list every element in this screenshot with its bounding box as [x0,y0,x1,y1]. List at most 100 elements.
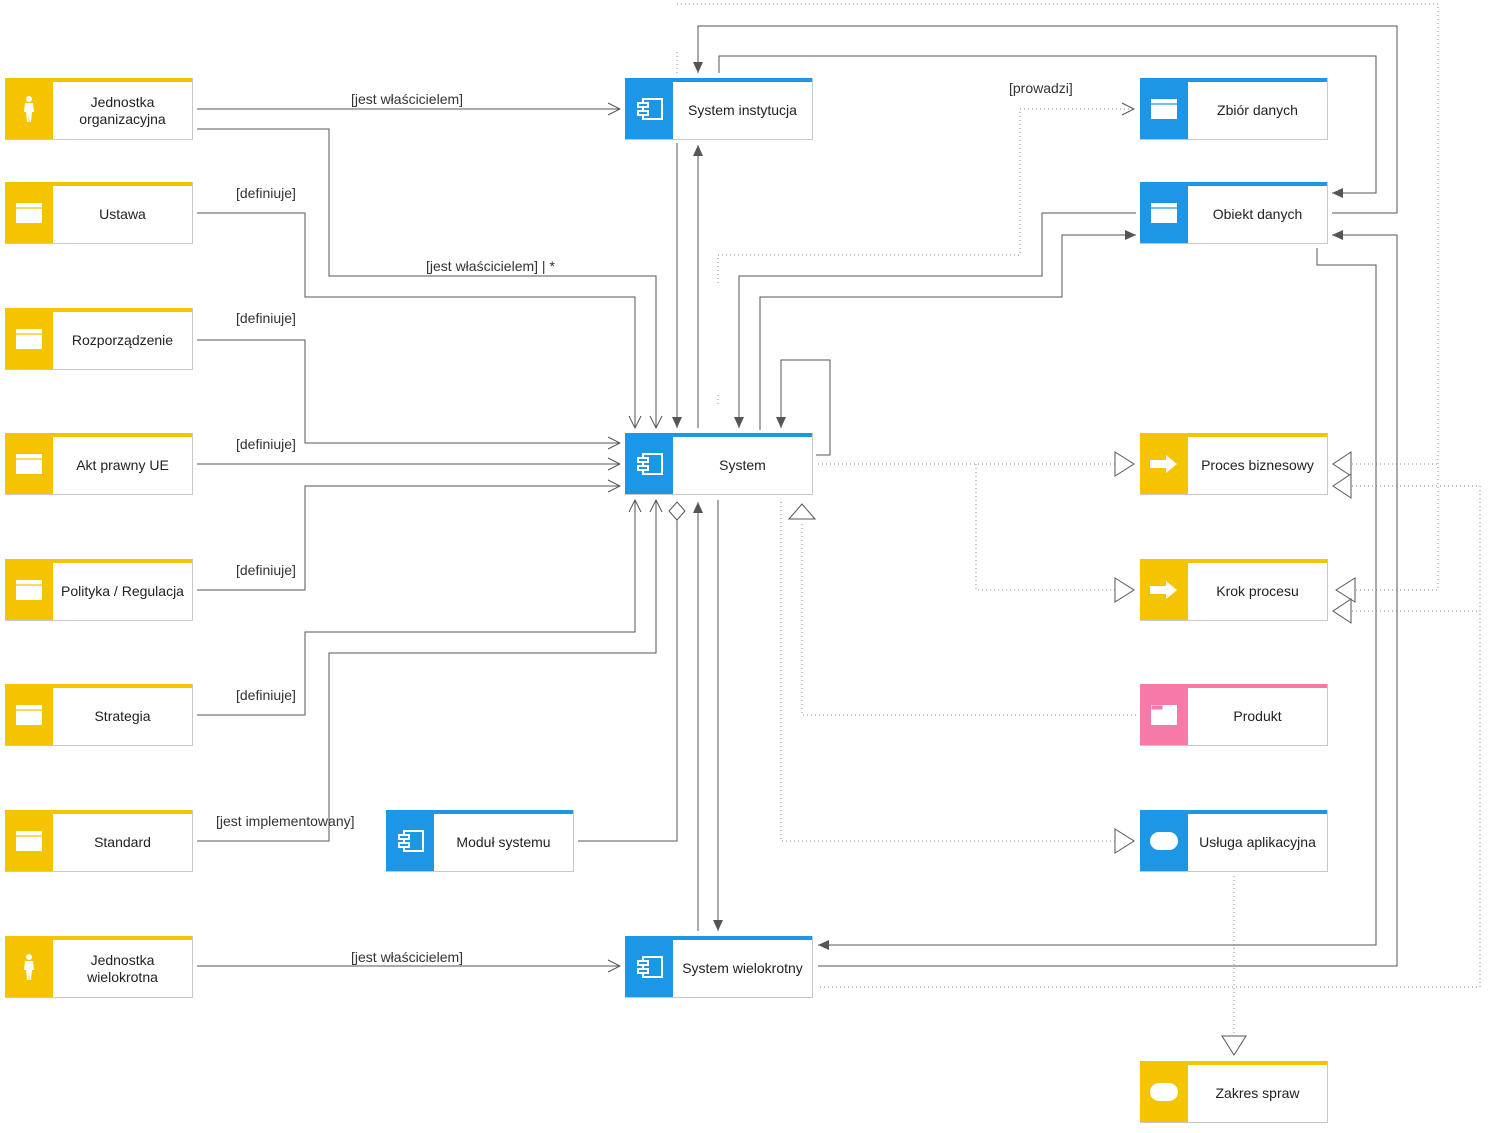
node-bar [1140,684,1327,688]
node-rozporzadzenie[interactable]: Rozporządzenie [5,308,193,370]
rel-label-defines: [definiuje] [236,562,296,578]
data-icon [1140,78,1188,139]
dotted-right-loop1 [818,485,1481,988]
node-label: Produkt [1233,708,1282,724]
node-label: Strategia [94,708,151,724]
node-label: Jednostka organizacyjna [79,93,166,127]
connector-strategia-system [197,500,635,716]
aggregation-diamond [668,501,686,521]
node-akt-prawny-ue[interactable]: Akt prawny UE [5,433,193,495]
node-label: Krok procesu [1216,583,1299,599]
node-bar [5,936,192,940]
node-label: Rozporządzenie [71,332,174,348]
node-label: Proces biznesowy [1201,457,1314,473]
connector-rozp-system [197,339,620,443]
node-label: Usługa aplikacyjna [1199,834,1316,850]
rel-label-defines: [definiuje] [236,436,296,452]
document-icon [5,433,53,494]
node-label: System wielokrotny [682,960,803,976]
node-label: Obiekt danych [1212,206,1303,222]
person-icon [5,936,53,997]
connector-ustawa-system [197,212,635,428]
node-produkt[interactable]: Produkt [1140,684,1328,746]
component-icon [625,433,673,494]
node-bar [1140,810,1327,814]
document-icon [5,810,53,871]
dotted-system-usluga [780,502,1135,854]
node-jednostka-wielokrotna[interactable]: Jednostka wielokrotna [5,936,193,998]
arrow-proces-right2 [1332,473,1352,499]
connector-obiekt-system [734,212,1136,428]
node-label: Jednostka wielokrotna [87,951,158,985]
process-arrow-icon [1140,433,1188,494]
node-label: Akt prawny UE [76,457,169,473]
connector-system-obiekt [759,230,1136,430]
document-icon [5,684,53,745]
node-ustawa[interactable]: Ustawa [5,182,193,244]
document-icon [5,559,53,620]
node-system-wielokrotny[interactable]: System wielokrotny [625,936,813,998]
dotted-produkt-system [801,522,1136,716]
connector-polityka-system [197,486,620,591]
node-krok-procesu[interactable]: Krok procesu [1140,559,1328,621]
component-icon [625,78,673,139]
node-bar [1140,559,1327,563]
connector-obiekt-syswiel [818,248,1377,950]
document-icon [5,308,53,369]
node-modul-systemu[interactable]: Moduł systemu [386,810,574,872]
rel-label-defines: [definiuje] [236,185,296,201]
node-strategia[interactable]: Strategia [5,684,193,746]
node-bar [5,433,192,437]
component-icon [386,810,434,871]
node-label: Zbiór danych [1217,102,1298,118]
node-jednostka-organizacyjna[interactable]: Jednostka organizacyjna [5,78,193,140]
node-bar [625,936,812,940]
node-zbior-danych[interactable]: Zbiór danych [1140,78,1328,140]
node-usluga-aplikacyjna[interactable]: Usługa aplikacyjna [1140,810,1328,872]
connector-owner-system [197,128,656,428]
node-system-instytucja[interactable]: System instytucja [625,78,813,140]
document-icon [5,182,53,243]
rel-label-owner: [jest właścicielem] [351,91,464,107]
node-bar [1140,182,1327,186]
component-icon [625,936,673,997]
node-obiekt-danych[interactable]: Obiekt danych [1140,182,1328,244]
node-label: System [719,457,766,473]
node-standard[interactable]: Standard [5,810,193,872]
arrow-proces-right [1332,451,1352,477]
connector-syswiel-obiekt [818,230,1398,967]
connector-modul-system [578,520,678,842]
node-label: Moduł systemu [456,834,551,850]
rel-label-defines: [definiuje] [236,310,296,326]
node-bar [1140,1061,1327,1065]
service-icon [1140,1061,1188,1122]
node-zakres-spraw[interactable]: Zakres spraw [1140,1061,1328,1123]
node-bar [1140,78,1327,82]
node-bar [5,684,192,688]
node-polityka-regulacja[interactable]: Polityka / Regulacja [5,559,193,621]
node-label: Ustawa [99,206,146,222]
process-arrow-icon [1140,559,1188,620]
node-bar [625,78,812,82]
node-bar [5,308,192,312]
product-icon [1140,684,1188,745]
node-bar [1140,433,1327,437]
node-bar [5,559,192,563]
node-bar [386,810,573,814]
node-label: Zakres spraw [1215,1085,1300,1101]
rel-label-owner: [jest właścicielem] [351,949,464,965]
node-system[interactable]: System [625,433,813,495]
rel-label-owner-star: [jest właścicielem] | * [426,258,555,274]
arrow-krok-right2 [1332,598,1352,624]
node-bar [625,433,812,437]
rel-label-implemented: [jest implementowany] [216,813,355,829]
generalization-triangle [787,503,817,520]
node-label: System instytucja [688,102,797,118]
connector-sysinst-obiekt [718,55,1377,198]
node-proces-biznesowy[interactable]: Proces biznesowy [1140,433,1328,495]
data-icon [1140,182,1188,243]
connector-system-self [776,359,831,456]
dotted-system-krok [975,464,1135,603]
rel-label-prowadzi: [prowadzi] [1009,80,1073,96]
